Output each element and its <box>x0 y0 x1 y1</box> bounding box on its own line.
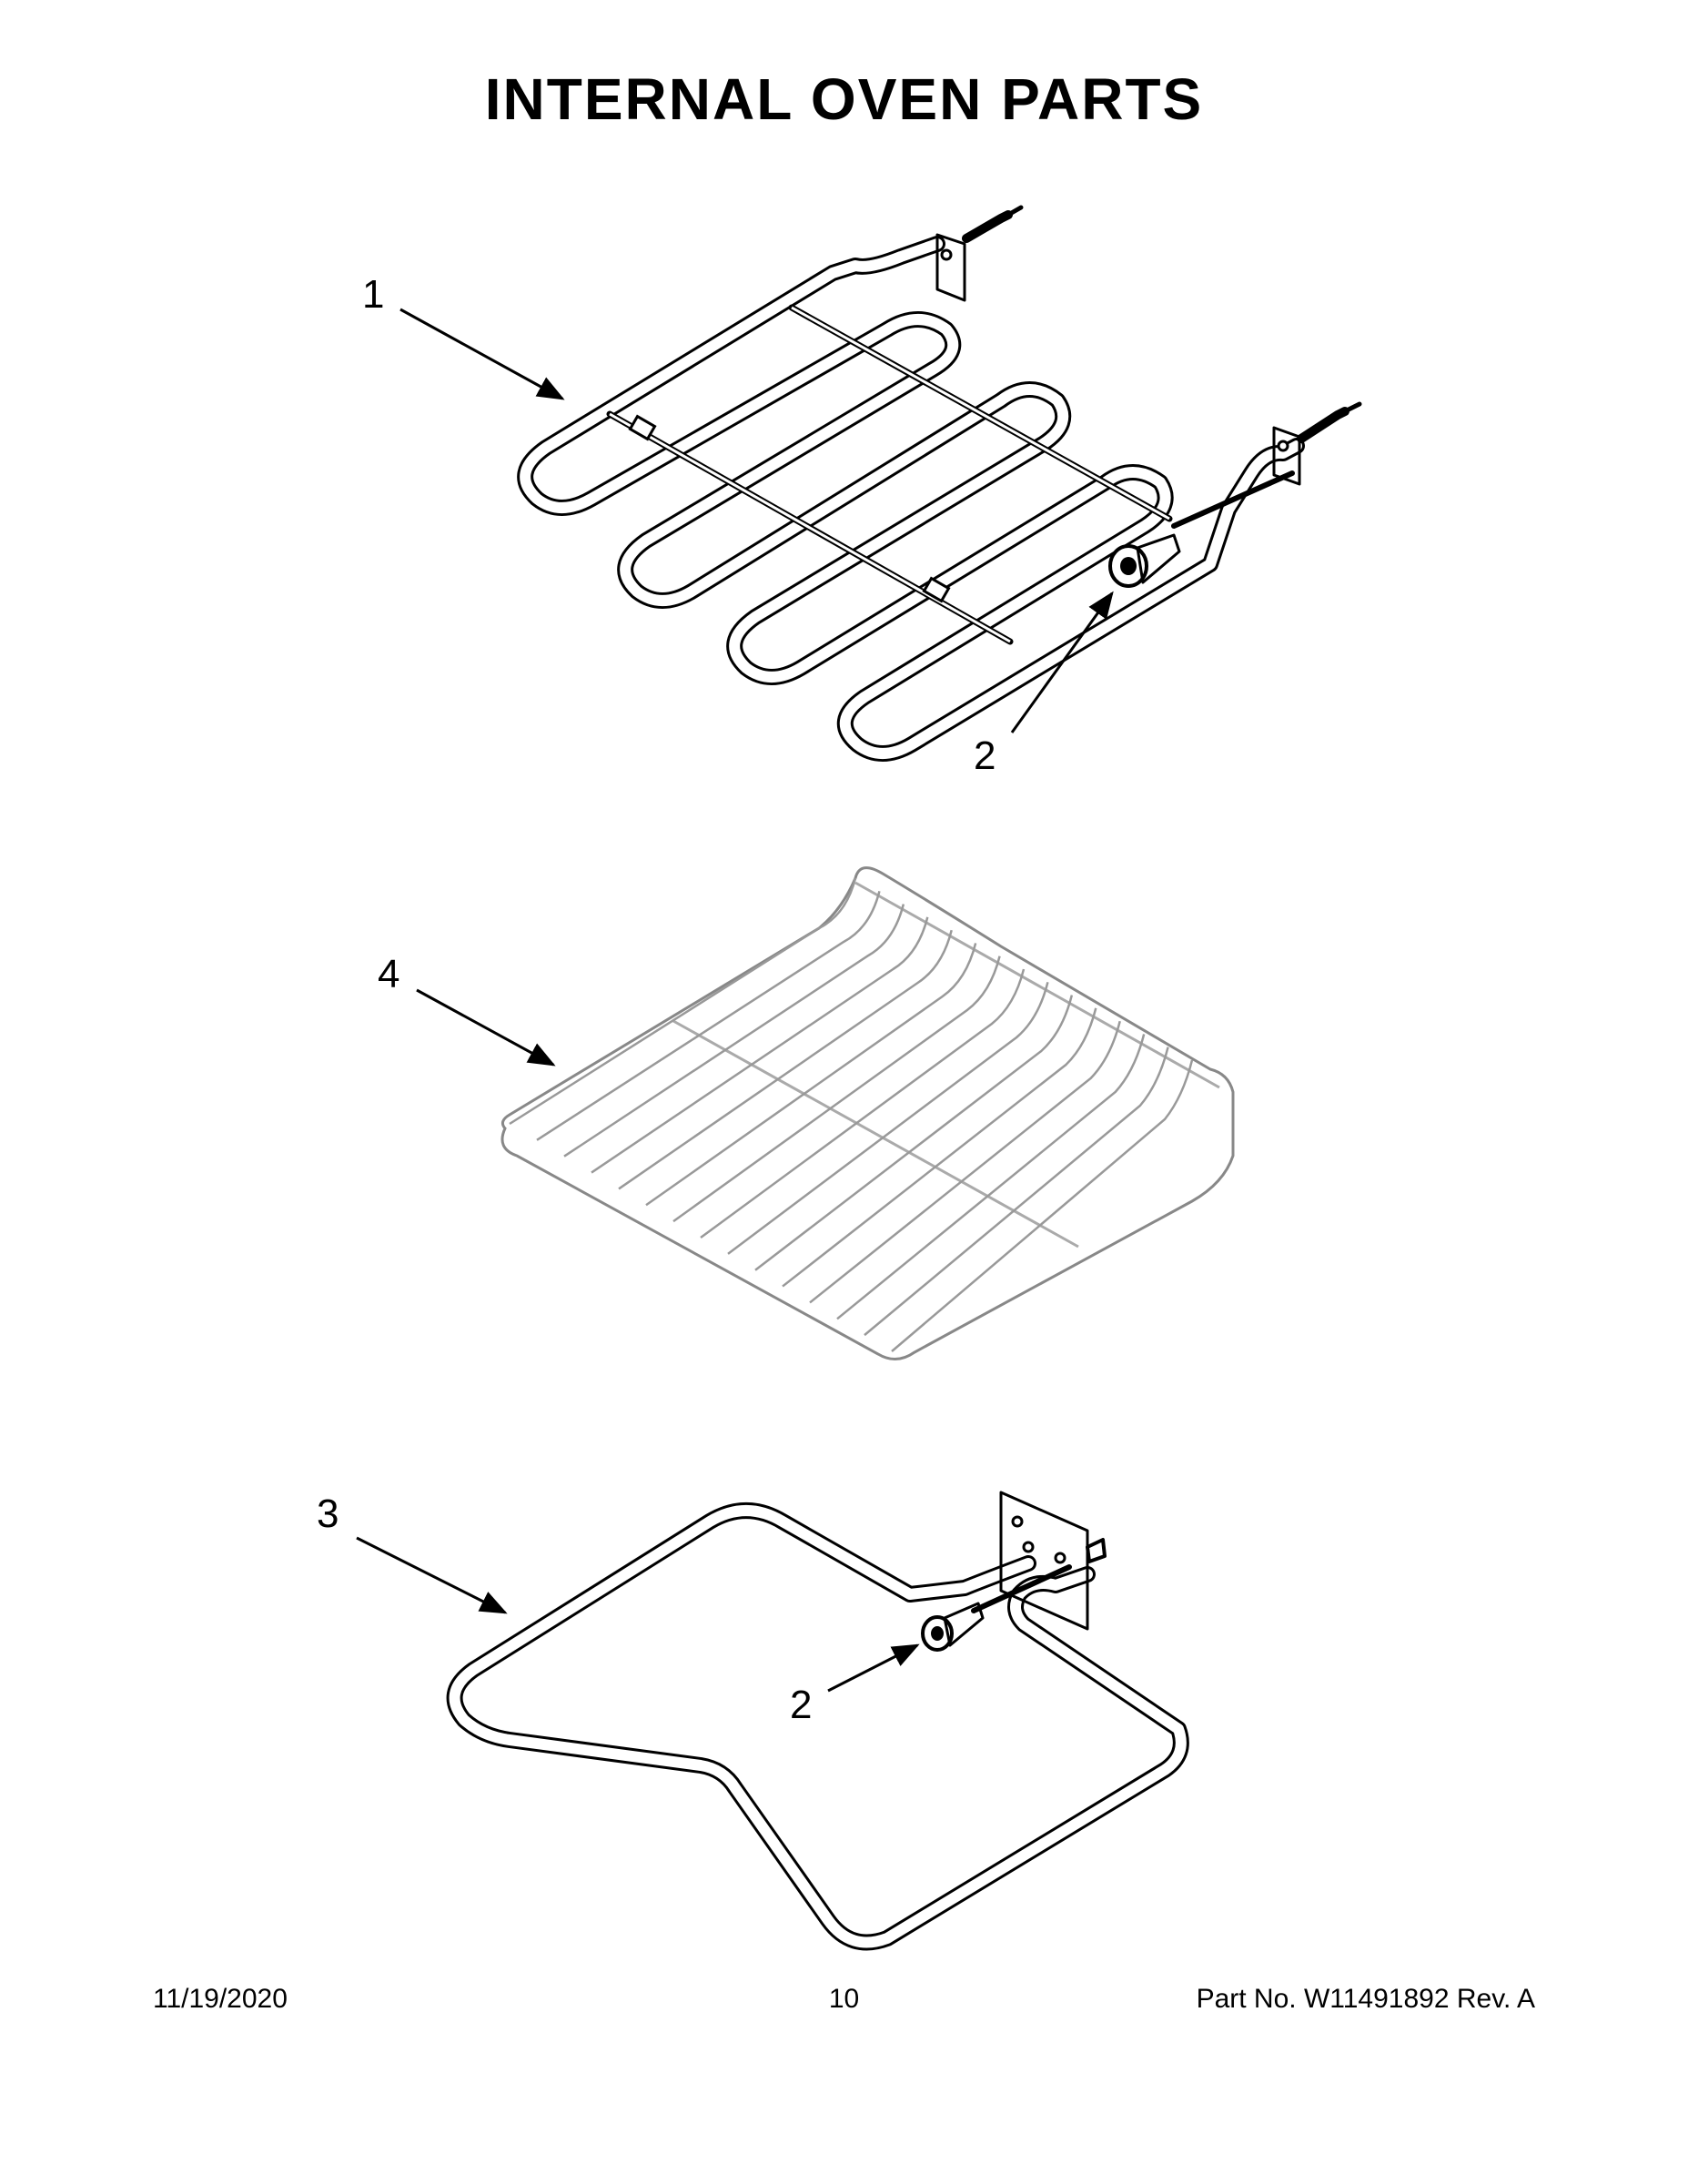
bake-element <box>446 1491 1189 1951</box>
rack-wire <box>836 1034 1146 1320</box>
footer-part-number: Part No. W11491892 Rev. A <box>1196 1984 1535 2014</box>
rack-wire <box>618 929 953 1190</box>
broil-element <box>517 205 1362 762</box>
sensor-bottom <box>921 1602 985 1652</box>
callout-2-bottom: 2 <box>790 1683 812 1727</box>
rack-wire <box>727 981 1049 1255</box>
callout-2-top: 2 <box>974 733 996 778</box>
rack-wires <box>509 877 1194 1352</box>
rack-wire <box>645 943 977 1207</box>
rack-wire <box>563 904 905 1158</box>
callout-1: 1 <box>362 272 384 317</box>
rack-wire <box>536 890 881 1141</box>
footer-date: 11/19/2020 <box>153 1984 288 2014</box>
rack-wire <box>672 956 1001 1223</box>
callout-3: 3 <box>317 1491 339 1536</box>
rack-wire <box>591 916 929 1174</box>
rack-wire <box>782 1007 1097 1288</box>
sensor-top <box>1108 533 1181 588</box>
rack-wire <box>864 1046 1169 1337</box>
page-title: INTERNAL OVEN PARTS <box>484 66 1204 132</box>
footer-page-number: 10 <box>828 1984 860 2014</box>
callout-4: 4 <box>378 952 399 996</box>
rack-wire <box>809 1020 1121 1304</box>
rack-wire <box>700 968 1026 1239</box>
rack-wire <box>754 995 1074 1271</box>
rack-wire <box>891 1059 1194 1352</box>
oven-rack <box>500 866 1235 1360</box>
rack-wire <box>509 877 857 1126</box>
